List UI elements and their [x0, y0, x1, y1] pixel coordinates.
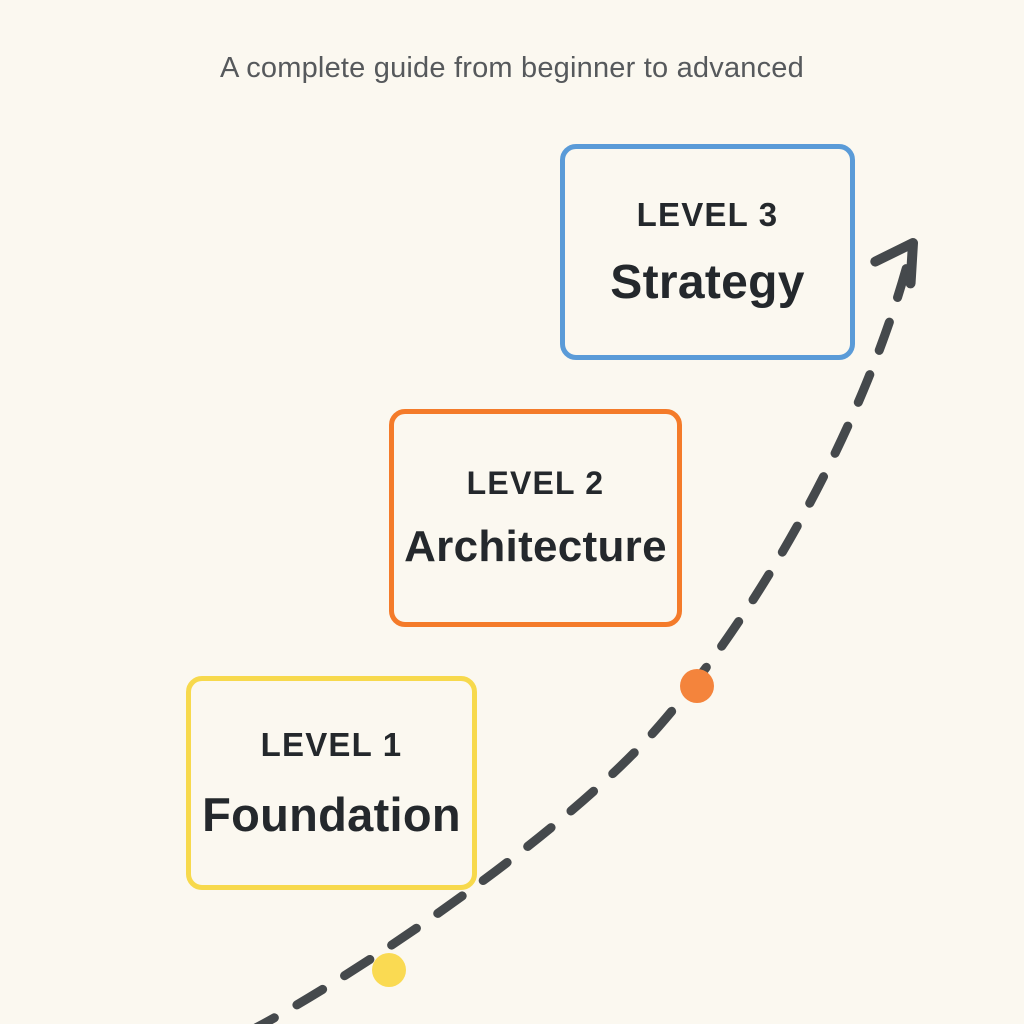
level-2-title: Architecture: [404, 522, 667, 571]
level-card-foundation[interactable]: LEVEL 1 Foundation: [186, 676, 477, 890]
arrowhead-icon: [870, 238, 918, 289]
milestone-dot-level-1: [372, 953, 406, 987]
level-3-title: Strategy: [610, 255, 805, 309]
level-card-strategy[interactable]: LEVEL 3 Strategy: [560, 144, 855, 360]
level-2-tag: LEVEL 2: [466, 465, 605, 501]
level-1-title: Foundation: [202, 788, 461, 841]
level-3-tag: LEVEL 3: [636, 195, 779, 233]
dashed-trend-line: [253, 257, 913, 1024]
milestone-dot-level-2: [680, 669, 714, 703]
level-1-tag: LEVEL 1: [260, 726, 403, 763]
page-subtitle: A complete guide from beginner to advanc…: [220, 52, 804, 84]
level-card-architecture[interactable]: LEVEL 2 Architecture: [389, 409, 682, 627]
